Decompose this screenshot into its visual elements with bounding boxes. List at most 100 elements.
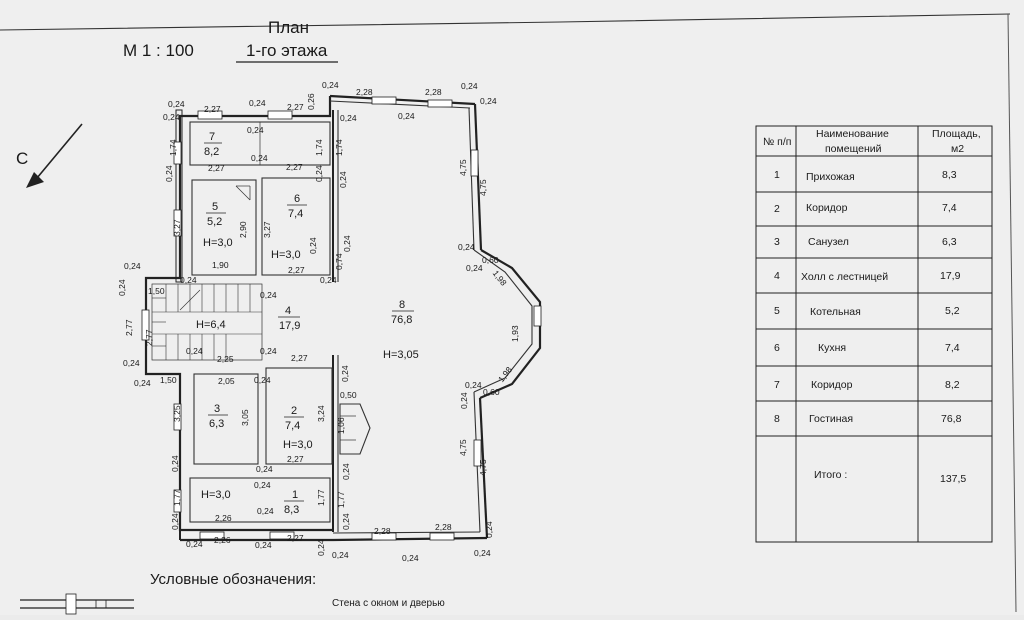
room-4-height: H=6,4 <box>196 319 226 331</box>
dimension-label: 2,28 <box>435 522 452 532</box>
dimension-label: 0,24 <box>340 113 357 123</box>
table-cell: Кухня <box>818 342 846 354</box>
table-row: 4 <box>774 270 780 282</box>
dimension-label: 0,24 <box>254 375 271 385</box>
table-cell: 17,9 <box>940 270 961 282</box>
room-5-area: 5,2 <box>207 216 222 228</box>
table-cell: Коридор <box>811 379 853 391</box>
dimension-label: 0,74 <box>334 253 344 270</box>
table-header-num: № п/п <box>763 136 791 148</box>
legend-title: Условные обозначения: <box>150 571 316 588</box>
table-total-value: 137,5 <box>940 473 966 485</box>
north-arrow-icon <box>26 123 83 188</box>
table-header-area-1: Площадь, <box>932 128 981 140</box>
table-cell: Санузел <box>808 236 849 248</box>
dimension-label: 2,27 <box>287 533 304 543</box>
dimension-label: 0,24 <box>342 235 352 252</box>
dimension-label: 4,75 <box>478 179 488 196</box>
dimension-label: 0,24 <box>168 99 185 109</box>
room-1-height: H=3,0 <box>201 489 231 501</box>
dimension-label: 0,24 <box>186 346 203 356</box>
table-cell: 7,4 <box>945 342 960 354</box>
dimension-label: 0,24 <box>459 392 469 409</box>
plan-title: План <box>268 18 309 37</box>
dimension-label: 0,24 <box>341 463 351 480</box>
table-header-area-2: м2 <box>951 143 964 155</box>
dimension-label: 2,77 <box>124 319 134 336</box>
table-header-name-2: помещений <box>825 143 882 155</box>
room-7-number: 7 <box>209 131 215 143</box>
table-cell: Прихожая <box>806 171 855 183</box>
room-5-height: H=3,0 <box>203 237 233 249</box>
dimension-label: 3,24 <box>316 405 326 422</box>
plan-walls <box>141 94 542 542</box>
dimension-label: 0,24 <box>186 539 203 549</box>
dimension-label: 0,24 <box>163 112 180 122</box>
table-cell: 6,3 <box>942 236 957 248</box>
dimension-label: 1,77 <box>336 491 346 508</box>
dimension-label: 0,24 <box>322 80 339 90</box>
table-cell: 5,2 <box>945 305 960 317</box>
scale-label: М 1 : 100 <box>123 41 194 60</box>
room-7-area: 8,2 <box>204 146 219 158</box>
dimension-label: 4,75 <box>478 459 488 476</box>
dimension-label: 3,05 <box>240 409 250 426</box>
dimension-label: 2,27 <box>204 104 221 114</box>
dimension-label: 2,27 <box>287 454 304 464</box>
legend-wall-symbol <box>20 593 134 615</box>
dimension-label: 2,05 <box>218 376 235 386</box>
dimension-label: 0,50 <box>340 390 357 400</box>
dimension-label: 2,26 <box>214 535 231 545</box>
table-row: 8 <box>774 413 780 425</box>
compass-letter: С <box>16 149 28 168</box>
table-row: 3 <box>774 236 780 248</box>
table-cell: Котельная <box>810 306 861 318</box>
dimension-label: 0,60 <box>483 387 500 397</box>
dimension-label: 1,93 <box>510 325 520 342</box>
dimension-label: 0,24 <box>124 261 141 271</box>
dimension-label: 3,27 <box>172 219 182 236</box>
dimension-label: 2,90 <box>238 221 248 238</box>
table-cell: Коридор <box>806 202 848 214</box>
dimension-label: 1,77 <box>172 489 182 506</box>
room-labels: 7 8,2 5 5,2 H=3,0 6 7,4 H=3,0 4 17,9 H=6… <box>196 131 419 516</box>
dimension-label: 2,27 <box>288 265 305 275</box>
dimension-label: 0,24 <box>260 290 277 300</box>
dimension-label: 2,26 <box>215 513 232 523</box>
dimension-label: 2,25 <box>217 354 234 364</box>
table-row: 5 <box>774 305 780 317</box>
dimension-label: 0,24 <box>314 165 324 182</box>
dimension-label: 0,24 <box>466 263 483 273</box>
table-cell: Гостиная <box>809 413 853 425</box>
dimension-label: 1,77 <box>316 489 326 506</box>
dimension-label: 0,24 <box>123 358 140 368</box>
room-6-area: 7,4 <box>288 208 303 220</box>
dimension-label: 0,24 <box>117 279 127 296</box>
table-cell: 8,2 <box>945 379 960 391</box>
room-8-number: 8 <box>399 299 405 311</box>
dimension-label: 4,75 <box>458 439 468 456</box>
table-header-name-1: Наименование <box>816 128 889 140</box>
dimension-label: 2,28 <box>425 87 442 97</box>
dimension-label: 0,60 <box>482 255 499 265</box>
dimension-label: 0,26 <box>306 93 316 110</box>
dimension-label: 0,24 <box>341 513 351 530</box>
dimension-label: 1,74 <box>168 139 178 156</box>
dimension-label: 0,24 <box>320 275 337 285</box>
table-total-label: Итого : <box>814 469 847 481</box>
dimension-labels: 0,24 2,27 0,24 2,27 0,24 0,26 2,28 2,28 … <box>117 80 520 563</box>
dimension-label: 0,24 <box>164 165 174 182</box>
dimension-label: 0,24 <box>254 480 271 490</box>
room-4-area: 17,9 <box>279 320 300 332</box>
dimension-label: 0,24 <box>260 346 277 356</box>
table-row: 2 <box>774 203 780 215</box>
dimension-label: 0,24 <box>461 81 478 91</box>
dimension-label: 0,24 <box>170 455 180 472</box>
dimension-label: 2,27 <box>208 163 225 173</box>
floor-label: 1-го этажа <box>246 41 328 60</box>
room-2-height: H=3,0 <box>283 439 313 451</box>
dimension-label: 1,50 <box>148 286 165 296</box>
table-cell: 8,3 <box>942 169 957 181</box>
